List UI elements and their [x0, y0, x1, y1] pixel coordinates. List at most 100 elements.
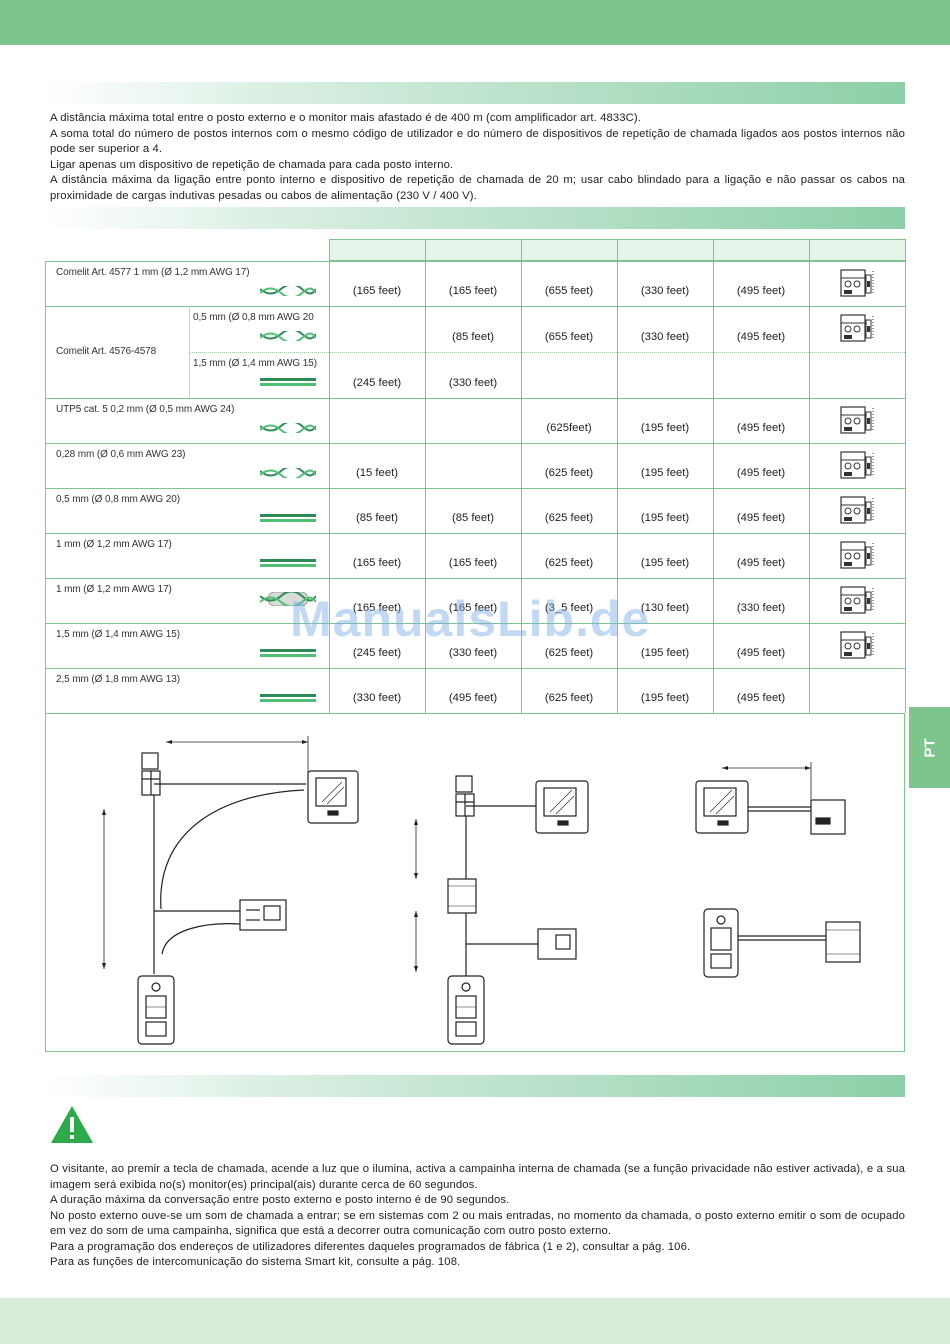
intro-text: A distância máxima total entre o posto e… [50, 111, 905, 204]
twisted-cable-icon [259, 420, 317, 436]
section-bar-cables [45, 207, 905, 229]
table-header-cell [713, 239, 810, 261]
distance-value: (165 feet) [352, 602, 402, 614]
distance-value: (495 feet) [736, 422, 786, 434]
distance-value: (655 feet) [544, 331, 594, 343]
distance-value: (165 feet) [448, 285, 498, 297]
device-module-icon [840, 451, 876, 479]
distance-value: (495 feet) [736, 467, 786, 479]
distance-value: (625 feet) [544, 692, 594, 704]
intro-line: A soma total do número de postos interno… [50, 127, 905, 156]
table-col-divider [425, 261, 426, 713]
top-header-bar [0, 0, 950, 45]
language-tab[interactable]: PT [909, 707, 950, 788]
distance-value: (195 feet) [640, 512, 690, 524]
distance-value: (655 feet) [544, 285, 594, 297]
distance-value: (495 feet) [736, 285, 786, 297]
twisted-cable-icon [259, 328, 317, 344]
distance-value: (330 feet) [640, 285, 690, 297]
section-bar-limits [45, 82, 905, 104]
warning-icon [51, 1106, 93, 1143]
operation-line: Para as funções de intercomunicação do s… [50, 1256, 461, 1268]
distance-value: (625 feet) [544, 512, 594, 524]
cable-type-label: Comelit Art. 4577 1 mm (Ø 1,2 mm AWG 17) [56, 267, 250, 278]
wiring-diagram-panel [45, 713, 905, 1052]
parallel-cable-icon [260, 510, 316, 522]
device-module-icon [840, 496, 876, 524]
table-header-cell [617, 239, 714, 261]
diagram-repeater-system [414, 775, 589, 1045]
table-col-divider [189, 306, 190, 398]
parallel-cable-icon [260, 374, 316, 386]
device-module-icon [840, 406, 876, 434]
device-module-icon [840, 586, 876, 614]
parallel-cable-icon [260, 645, 316, 657]
table-col-divider [809, 261, 810, 713]
table-col-divider [45, 261, 46, 713]
distance-value: (495 feet) [736, 557, 786, 569]
distance-value: (85 feet) [355, 512, 399, 524]
table-header-cell [425, 239, 522, 261]
operation-line: Para a programação dos endereços de util… [50, 1240, 691, 1253]
distance-value: (165 feet) [448, 557, 498, 569]
device-module-icon [840, 631, 876, 659]
table-row-divider [45, 306, 905, 307]
distance-value: (245 feet) [352, 377, 402, 389]
bottom-footer-bar [0, 1298, 950, 1344]
cable-type-label: 1 mm (Ø 1,2 mm AWG 17) [56, 539, 172, 550]
cable-type-label: 2,5 mm (Ø 1,8 mm AWG 13) [56, 674, 180, 685]
twisted-cable-icon [259, 465, 317, 481]
table-header-cell [329, 239, 426, 261]
distance-value: (625 feet) [544, 557, 594, 569]
operation-text: O visitante, ao premir a tecla de chamad… [50, 1162, 905, 1271]
distance-value: (3_5 feet) [544, 602, 594, 614]
distance-value: (165 feet) [352, 557, 402, 569]
distance-value: (330 feet) [352, 692, 402, 704]
distance-value: (625 feet) [544, 467, 594, 479]
table-row-divider [45, 261, 905, 262]
distance-value: (130 feet) [640, 602, 690, 614]
distance-value: (195 feet) [640, 557, 690, 569]
intro-line: A distância máxima total entre o posto e… [50, 112, 641, 124]
distance-value: (330 feet) [448, 647, 498, 659]
distance-value: (245 feet) [352, 647, 402, 659]
table-sub-divider [189, 352, 905, 353]
distance-value: (625feet) [546, 422, 592, 434]
device-module-icon [840, 541, 876, 569]
distance-value: (85 feet) [451, 512, 495, 524]
table-col-divider [905, 261, 906, 713]
distance-value: (495 feet) [736, 331, 786, 343]
table-row-divider [45, 533, 905, 534]
distance-value: (15 feet) [355, 467, 399, 479]
operation-line: O visitante, ao premir a tecla de chamad… [50, 1163, 905, 1191]
table-col-divider [713, 261, 714, 713]
language-tab-label: PT [921, 737, 938, 758]
intro-line: A distância máxima da ligação entre pont… [50, 174, 905, 202]
cable-size-label: 0,5 mm (Ø 0,8 mm AWG 20 [193, 312, 314, 323]
table-row-divider [45, 398, 905, 399]
operation-line: No posto externo ouve-se um som de chama… [50, 1209, 905, 1238]
table-header-cell [521, 239, 618, 261]
table-col-divider [521, 261, 522, 713]
table-col-divider [329, 261, 330, 713]
distance-value: (195 feet) [640, 647, 690, 659]
table-row-divider [45, 488, 905, 489]
device-module-icon [840, 314, 876, 342]
cable-type-label: UTP5 cat. 5 0,2 mm (Ø 0,5 mm AWG 24) [56, 404, 235, 415]
distance-value: (625 feet) [544, 647, 594, 659]
intro-line: Ligar apenas um dispositivo de repetição… [50, 158, 454, 171]
table-col-divider [617, 261, 618, 713]
parallel-cable-icon [260, 555, 316, 567]
cable-type-label: 1 mm (Ø 1,2 mm AWG 17) [56, 584, 172, 595]
distance-value: (85 feet) [451, 331, 495, 343]
table-row-divider [45, 578, 905, 579]
table-row-divider [45, 443, 905, 444]
distance-value: (495 feet) [736, 647, 786, 659]
parallel-cable-icon [260, 690, 316, 702]
cable-type-label: 0,5 mm (Ø 0,8 mm AWG 20) [56, 494, 180, 505]
distance-value: (330 feet) [736, 602, 786, 614]
cable-size-label: 1,5 mm (Ø 1,4 mm AWG 15) [193, 358, 317, 369]
distance-value: (165 feet) [448, 602, 498, 614]
distance-value: (195 feet) [640, 422, 690, 434]
distance-value: (330 feet) [640, 331, 690, 343]
